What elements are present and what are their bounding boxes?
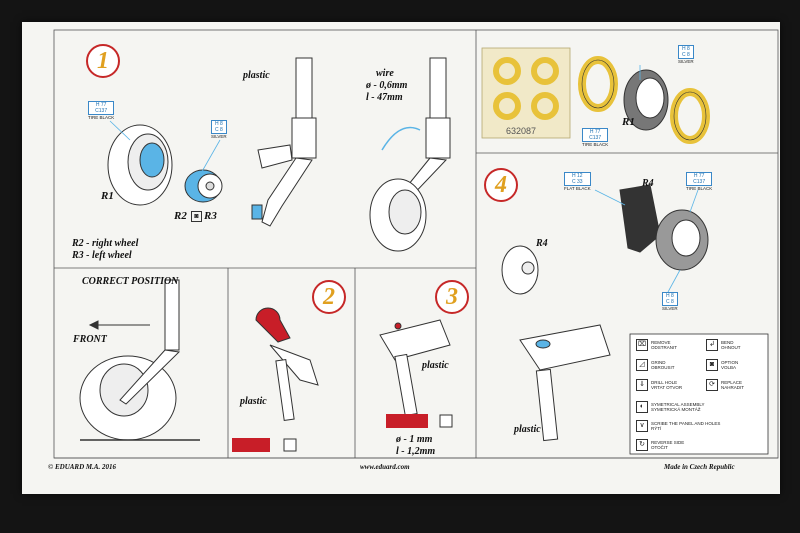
panel-dividers <box>53 29 779 459</box>
step-number-2: 2 <box>312 280 346 314</box>
note-left-wheel: R3 - left wheel <box>72 250 132 261</box>
legend-remove: ⌧REMOVE ODSTRANIT <box>636 339 678 351</box>
remove-icon: ⌧ <box>636 339 648 351</box>
part-red-bar-step3 <box>386 414 428 428</box>
grind-icon: ◿ <box>636 359 648 371</box>
footer-brand: © EDUARD M.A. 2016 <box>48 463 117 471</box>
legend-scribe: ∨SCRIBE THE PANEL AND HOLES RÝTÍ <box>636 420 720 432</box>
legend-drill: ⇓DRILL HOLE VRTAT OTVOR <box>636 379 682 391</box>
part-red-bar-step2 <box>232 438 270 452</box>
label-wire-length: l - 47mm <box>366 92 403 103</box>
step-number-4: 4 <box>484 168 518 202</box>
note-right-wheel: R2 - right wheel <box>72 238 139 249</box>
strut-step2 <box>255 307 319 421</box>
step-number-3: 3 <box>435 280 469 314</box>
part-label-r2: R2 <box>174 210 187 222</box>
correct-position-title: CORRECT POSITION <box>82 276 179 287</box>
legend-option: ◙OPTION VOLBA <box>706 359 738 371</box>
legend-reverse: ↻REVERSE SIDE OTOČIT <box>636 439 684 451</box>
legend-symmetrical: ◐SYMETRICAL ASSEMBLY SYMETRICKÁ MONTÁŽ <box>636 401 705 413</box>
option-icon: ◙ <box>706 359 718 371</box>
option-icon-r2-r3: ◙ <box>191 211 202 222</box>
bend-icon: ↲ <box>706 339 718 351</box>
mask-sheet <box>481 47 571 139</box>
mask-part-label-r1: R1 <box>622 116 635 128</box>
wheel-r1 <box>107 124 173 206</box>
hub-r2-r3 <box>184 169 223 203</box>
legend-box <box>629 333 769 455</box>
strut-step1 <box>251 57 317 227</box>
legend-replace: ⟳REPLACE NAHRADIT <box>706 379 744 391</box>
grind-icon-step2 <box>283 438 297 452</box>
part-label-r4-top: R4 <box>642 178 654 189</box>
label-drill-diameter: ø - 1 mm <box>396 434 433 445</box>
part-label-r1: R1 <box>101 190 114 202</box>
label-wire: wire <box>376 68 394 79</box>
masked-wheel <box>578 56 710 144</box>
label-front: FRONT <box>73 334 107 345</box>
leader-lines <box>109 65 699 293</box>
mask-part-number: 632087 <box>506 126 537 136</box>
footer-origin: Made in Czech Republic <box>664 463 735 471</box>
reverse-icon: ↻ <box>636 439 648 451</box>
strut-wheel-assembly <box>369 57 451 252</box>
legend-grind: ◿GRIND OBROUSIT <box>636 359 675 371</box>
label-drill-depth: l - 1,2mm <box>396 446 436 457</box>
correct-position-drawing <box>79 279 200 441</box>
label-plastic-step1: plastic <box>243 70 270 81</box>
label-wire-diameter: ø - 0,6mm <box>366 80 408 91</box>
label-plastic-step4: plastic <box>514 424 541 435</box>
part-label-r4-bottom: R4 <box>536 238 548 249</box>
drill-icon-step3 <box>439 414 453 428</box>
label-plastic-step3: plastic <box>422 360 449 371</box>
label-plastic-step2: plastic <box>240 396 267 407</box>
replace-icon: ⟳ <box>706 379 718 391</box>
part-label-r3: R3 <box>204 210 217 222</box>
symmetrical-icon: ◐ <box>636 401 648 413</box>
scribe-icon: ∨ <box>636 420 648 432</box>
drill-icon: ⇓ <box>636 379 648 391</box>
step4-drawings <box>501 184 709 442</box>
footer-url: www.eduard.com <box>360 463 410 471</box>
step-number-1: 1 <box>86 44 120 78</box>
legend-bend: ↲BEND OHNOUT <box>706 339 741 351</box>
